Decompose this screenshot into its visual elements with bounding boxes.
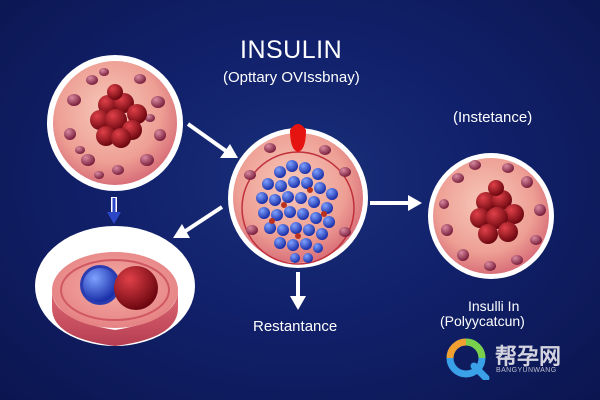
cell-center — [228, 124, 368, 268]
label-right-cell: (Instetance) — [453, 109, 533, 126]
label-bottom-right-line2: (Polyycatcun) — [440, 313, 525, 329]
cell-bottom-left — [35, 226, 195, 346]
cell-right — [428, 153, 554, 279]
arrow-topleft-to-center — [186, 122, 238, 158]
granules-top-left — [64, 68, 166, 179]
granules-center — [244, 143, 351, 237]
red-sphere — [114, 266, 158, 310]
watermark: 帮孕网 BANGYUNWANG — [446, 338, 596, 380]
cell-top-left — [47, 55, 183, 191]
arrows — [107, 122, 422, 310]
arrow-center-down — [290, 272, 306, 310]
label-bottom-right-line1: Insulli In — [468, 298, 520, 314]
diagram-subtitle: (Opttary OVIssbnay) — [223, 69, 360, 86]
blue-particles-center — [256, 160, 338, 263]
nucleus-top-left — [90, 84, 147, 148]
nucleus-right — [470, 180, 524, 244]
watermark-text: 帮孕网 — [495, 344, 562, 369]
granules-right — [439, 160, 546, 271]
watermark-subtext: BANGYUNWANG — [496, 367, 557, 374]
diagram-title: INSULIN — [240, 36, 343, 64]
arrow-center-to-bottomleft — [173, 205, 224, 238]
watermark-logo-icon — [446, 338, 490, 380]
arrow-topleft-down — [107, 197, 121, 224]
arrow-center-to-right — [370, 195, 422, 211]
red-droplet — [290, 124, 306, 152]
label-center-bottom: Restantance — [253, 318, 338, 335]
